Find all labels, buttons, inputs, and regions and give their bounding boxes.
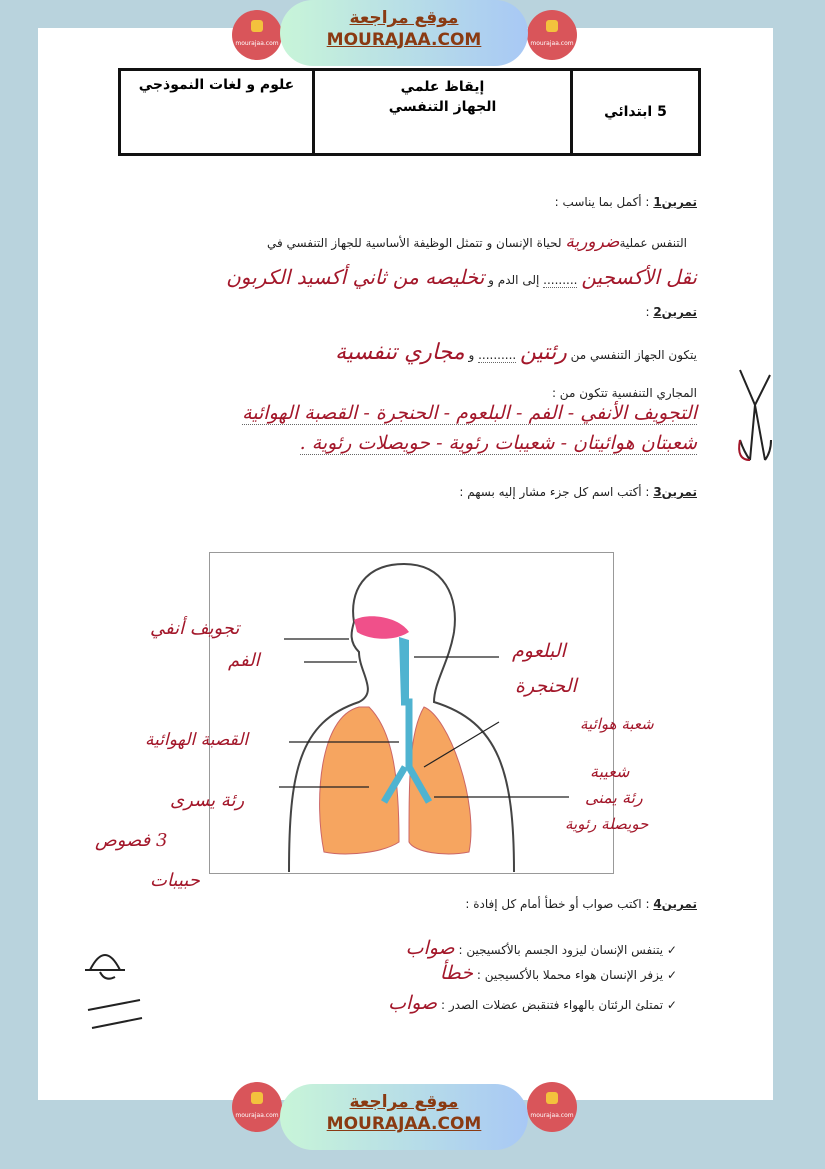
ex2-line2: المجاري التنفسية تتكون من : xyxy=(551,386,697,400)
respiratory-system-diagram xyxy=(209,552,614,874)
ex2-heading: تمرين2 : xyxy=(645,305,697,319)
site-logo: mourajaa.com xyxy=(232,1082,282,1132)
label-left-lung: رئة يسرى xyxy=(170,790,245,811)
ex1-line2: نقل الأكسجين ......... إلى الدم و تخليصه… xyxy=(226,265,697,289)
statement-1: ✓ يتنفس الإنسان ليزود الجسم بالأكسيجين :… xyxy=(405,937,677,959)
label-mouth: الفم xyxy=(228,650,260,671)
label-alveolus: حويصلة رئوية xyxy=(565,815,649,833)
site-logo: mourajaa.com xyxy=(527,10,577,60)
label-bronchus: شعبة هوائية xyxy=(580,715,654,733)
school-name: علوم و لغات النموذجي xyxy=(138,77,295,93)
statement-2: ✓ يزفر الإنسان هواء محملا بالأكسيجين : خ… xyxy=(439,962,677,984)
site-logo: mourajaa.com xyxy=(527,1082,577,1132)
statement-3: ✓ تمتلئ الرئتان بالهواء فتنقبض عضلات الص… xyxy=(388,992,677,1014)
ex2-answer-2: شعبتان هوائيتان - شعيبات رئوية - حويصلات… xyxy=(299,432,697,455)
label-pharynx: البلعوم xyxy=(512,640,566,662)
grading-marks xyxy=(85,954,143,1029)
ex4-heading: تمرين4 : اكتب صواب أو خطأ أمام كل إفادة … xyxy=(465,897,697,911)
banner-ar: موقع مراجعة xyxy=(349,8,459,28)
label-lobes: 3 فصوص xyxy=(95,830,168,851)
ex1-heading: تمرين1 : أكمل بما يناسب : xyxy=(554,195,697,209)
label-bronchiole: شعيبة xyxy=(590,762,630,781)
level: 5 ابتدائي xyxy=(570,71,698,153)
bronchi-sketch xyxy=(738,369,772,461)
label-right-lung: رئة يمنى xyxy=(585,788,643,807)
site-logo: mourajaa.com xyxy=(232,10,282,60)
label-nasal-cavity: تجويف أنفي xyxy=(150,618,240,639)
banner-en: MOURAJAA.COM xyxy=(326,30,482,50)
ex2-line1: يتكون الجهاز التنفسي من رئتين ..........… xyxy=(335,340,697,365)
ex3-heading: تمرين3 : أكتب اسم كل جزء مشار إليه بسهم … xyxy=(459,485,697,499)
label-alveoli-left: حبيبات xyxy=(150,870,200,891)
ex1-line1: التنفس عمليةضرورية لحياة الإنسان و تتمثل… xyxy=(266,232,687,252)
label-larynx: الحنجرة xyxy=(515,675,577,697)
label-trachea: القصبة الهوائية xyxy=(145,730,249,750)
ex2-answer-1: التجويف الأنفي - الفم - البلعوم - الحنجر… xyxy=(242,402,697,425)
